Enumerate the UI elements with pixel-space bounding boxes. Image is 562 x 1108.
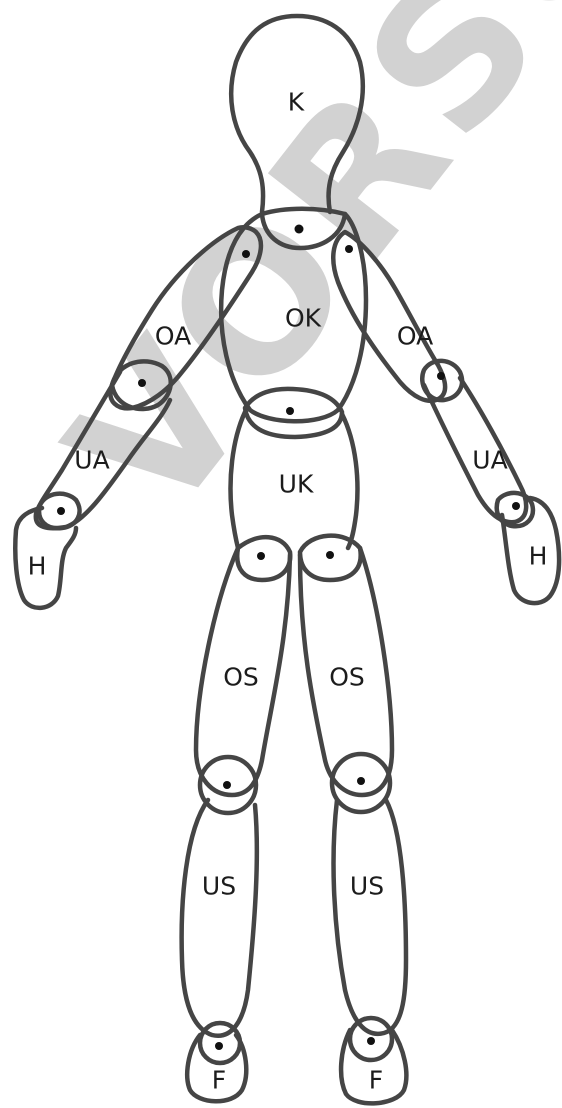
neck-joint bbox=[262, 209, 345, 248]
wrist-left-dot bbox=[57, 507, 65, 515]
label-foot-left: F bbox=[212, 1068, 226, 1093]
label-foot-right: F bbox=[369, 1068, 383, 1093]
elbow-right-dot bbox=[437, 372, 445, 380]
shin-right-outline bbox=[334, 800, 406, 1034]
label-upper-arm-left: OA bbox=[155, 324, 191, 349]
wrist-right-dot bbox=[512, 502, 520, 510]
label-thigh-left: OS bbox=[223, 665, 259, 690]
ankle-left-dot bbox=[215, 1042, 223, 1050]
shoulder-left-dot bbox=[242, 250, 250, 258]
label-head: K bbox=[288, 90, 304, 115]
elbow-left-dot bbox=[138, 379, 146, 387]
upper-arm-left-outline bbox=[110, 227, 261, 408]
knee-right-dot bbox=[357, 777, 365, 785]
shoulder-right-dot bbox=[345, 245, 353, 253]
label-hand-right: H bbox=[529, 544, 548, 569]
hip-right-dot bbox=[326, 551, 334, 559]
label-shin-right: US bbox=[350, 874, 384, 899]
label-lower-body: UK bbox=[279, 472, 314, 497]
label-upper-body: OK bbox=[285, 306, 321, 331]
hip-left-dot bbox=[257, 552, 265, 560]
label-upper-arm-right: OA bbox=[397, 324, 433, 349]
upper-arm-right-outline bbox=[333, 232, 445, 401]
label-hand-left: H bbox=[28, 554, 47, 579]
ankle-right-dot bbox=[367, 1037, 375, 1045]
label-lower-arm-right: UA bbox=[472, 448, 507, 473]
shin-left-outline bbox=[182, 800, 257, 1036]
label-shin-left: US bbox=[202, 874, 236, 899]
label-lower-arm-left: UA bbox=[74, 448, 109, 473]
label-thigh-right: OS bbox=[329, 665, 365, 690]
knee-left-dot bbox=[223, 781, 231, 789]
pelvis-dot bbox=[286, 407, 294, 415]
neck-dot bbox=[295, 225, 304, 234]
